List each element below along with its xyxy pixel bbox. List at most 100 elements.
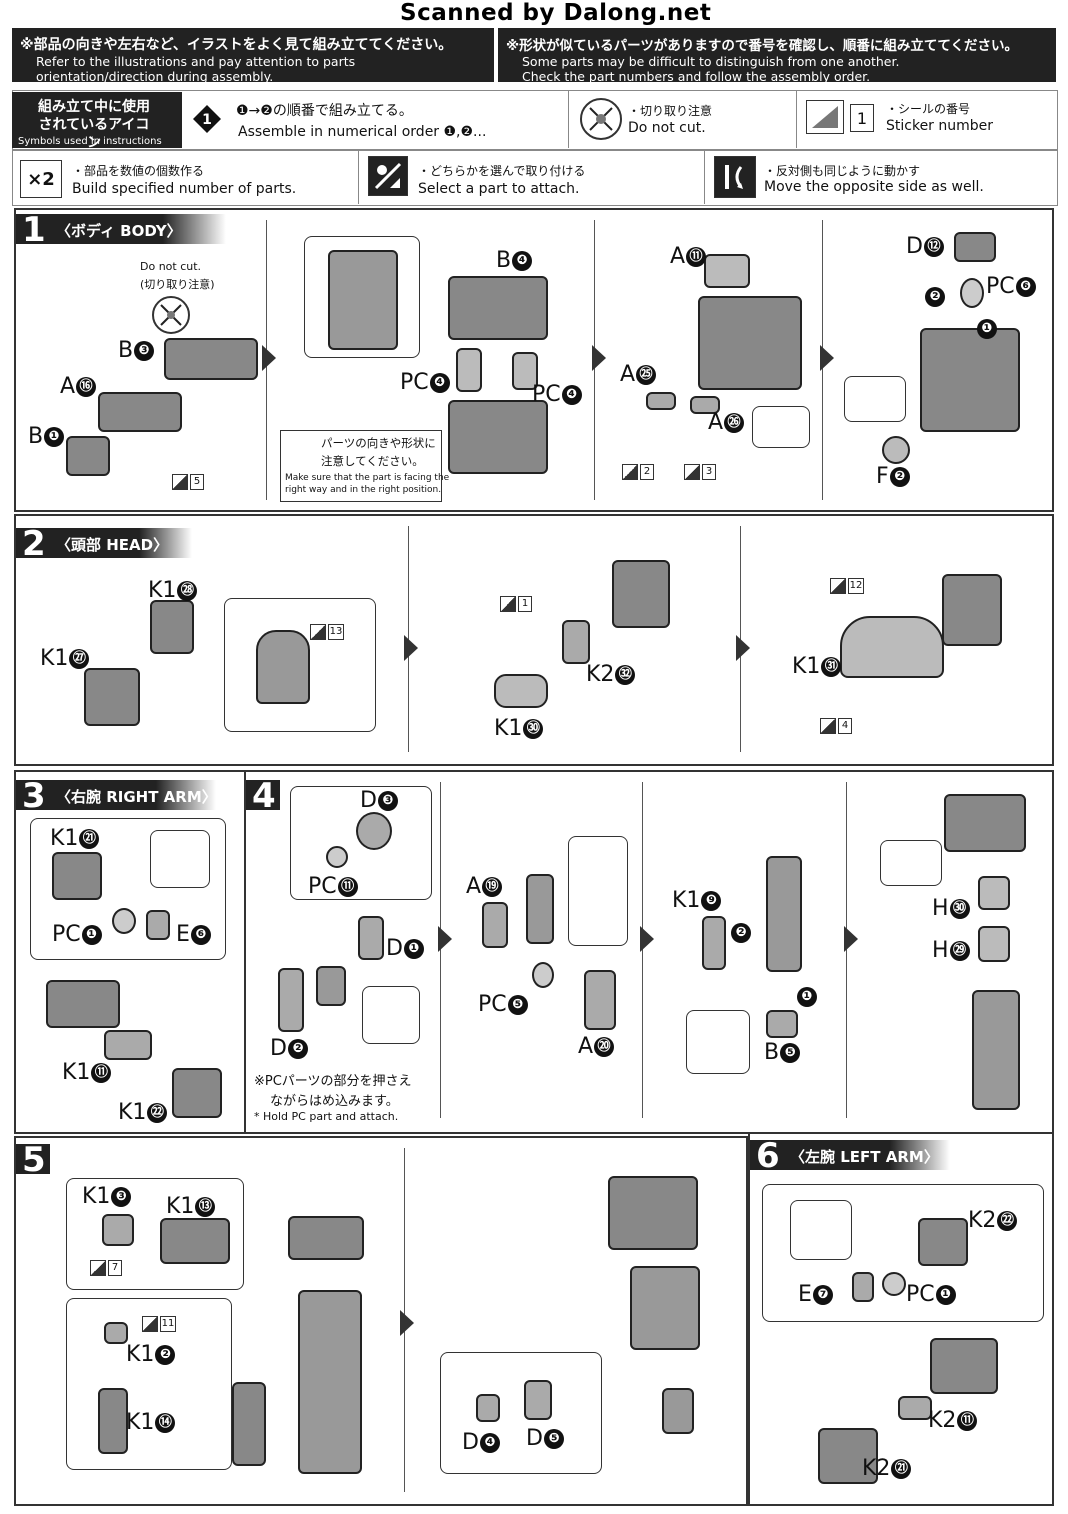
part-k2-11 [898, 1396, 932, 1420]
part-arm-top [608, 1176, 698, 1250]
sticker-2: 2 [622, 464, 654, 480]
select-en: Select a part to attach. [418, 181, 580, 197]
part-a20 [584, 970, 616, 1030]
step-1-header: 1 〈ボディ BODY〉 [16, 210, 226, 250]
step-2-header: 2 〈頭部 HEAD〉 [16, 524, 192, 564]
multiply-icon: ×2 [20, 160, 62, 198]
part-b4 [448, 276, 548, 340]
part-k1-14 [98, 1388, 128, 1454]
part-b5 [766, 1010, 798, 1038]
step-arrow-icon [844, 926, 858, 952]
part-joint [316, 966, 346, 1006]
part-e7 [852, 1272, 874, 1302]
part-d12 [954, 232, 996, 262]
note-similar-en: Some parts may be difficult to distingui… [522, 54, 900, 84]
legend-divider [796, 90, 797, 148]
part-d1 [358, 916, 384, 960]
part-hand-joint [662, 1388, 694, 1434]
part-arm-assembly [298, 1290, 362, 1474]
part-pc11 [326, 846, 348, 868]
detail-inset [150, 830, 210, 888]
part-a19 [482, 902, 508, 948]
part-k1-2 [104, 1322, 128, 1344]
opposite-side-icon [714, 156, 756, 198]
part-pc1 [882, 1272, 906, 1296]
sticker-number-icon: 1 [850, 104, 874, 132]
part-arm-final [972, 990, 1020, 1110]
sticker-12: 12 [830, 578, 864, 594]
legend-row-2 [12, 150, 1058, 206]
step-arrow-icon [820, 345, 834, 371]
part-left-arm-upper [930, 1338, 998, 1394]
part-d4 [476, 1394, 500, 1422]
detail-inset [66, 1298, 232, 1470]
part-hand [944, 794, 1026, 852]
note-similar-jp: ※形状が似ているパーツがありますので番号を確認し、順番に組み立ててください。 [506, 38, 1018, 54]
part-a26 [690, 396, 720, 414]
pc-note-jp: ※PCパーツの部分を押さえ [254, 1074, 412, 1089]
part-b3 [164, 338, 258, 380]
multi-en: Build specified number of parts. [72, 181, 297, 197]
note-orientation-jp: ※部品の向きや左右など、イラストをよく見て組み立ててください。 [20, 37, 453, 53]
part-k1-13 [160, 1218, 230, 1264]
part-pc4 [512, 352, 538, 390]
symbols-title: 組み立て中に使用されているアイコン Symbols used in instru… [12, 92, 182, 151]
legend-divider [704, 150, 705, 204]
sticker-13: 13 [310, 624, 344, 640]
do-not-cut-icon [580, 98, 622, 140]
step-5-header: 5 [16, 1140, 50, 1180]
part-k1-27 [84, 668, 140, 726]
part-k1-31 [840, 616, 944, 678]
part-detail [328, 250, 398, 350]
part-k1-28 [150, 600, 194, 654]
part-pc6 [960, 278, 984, 308]
caution-box: パーツの向きや形状に 注意してください。 Make sure that the … [280, 430, 449, 502]
select-jp: ・どちらかを選んで取り付ける [418, 164, 586, 178]
do-not-cut-note: Do not cut. [140, 260, 202, 273]
part-pc1 [112, 908, 136, 934]
part-d2 [278, 968, 304, 1032]
part-a16 [98, 392, 182, 432]
order-mark-1: ❶ [976, 316, 997, 341]
step-arrow-icon [736, 635, 750, 661]
note-orientation: ※部品の向きや左右など、イラストをよく見て組み立ててください。 Refer to… [12, 28, 494, 84]
part-k1-3 [102, 1214, 134, 1246]
step-arrow-icon [262, 345, 276, 371]
detail-inset [752, 406, 810, 448]
sticker-11: 11 [142, 1316, 176, 1332]
detail-inset [844, 376, 906, 422]
sticker-en: Sticker number [886, 118, 994, 134]
part-k1-21 [52, 852, 102, 900]
